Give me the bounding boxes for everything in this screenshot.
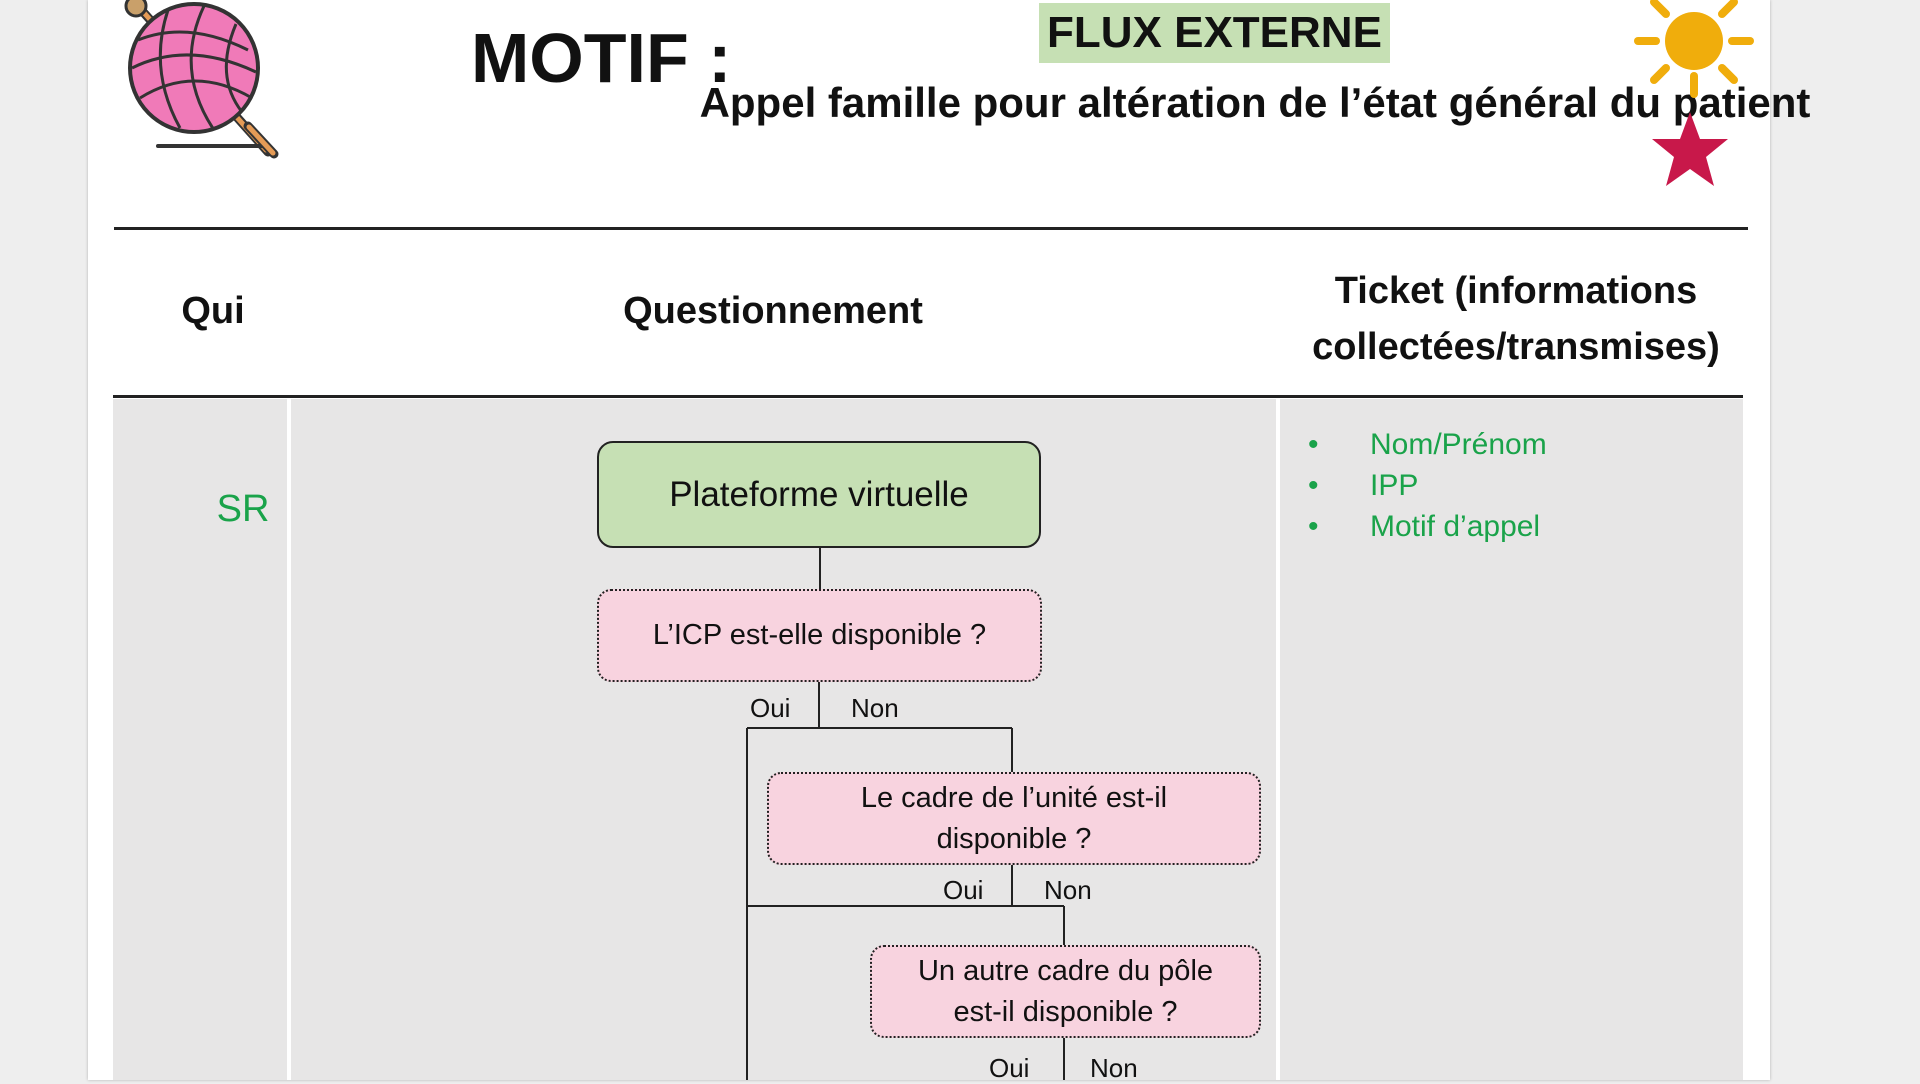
flow-question-cadre-unite: Le cadre de l’unité est-il disponible ?: [767, 772, 1261, 865]
motif-label: MOTIF :: [471, 19, 732, 97]
edge-label-yes: Oui: [750, 693, 791, 723]
flow-question-autre-cadre: Un autre cadre du pôle est-il disponible…: [870, 945, 1261, 1038]
yarn-ball-icon: [124, 0, 279, 159]
column-separator: [1276, 399, 1280, 1080]
column-header-qui: Qui: [181, 290, 245, 332]
column-header-questionnement: Questionnement: [623, 290, 923, 332]
ticket-item-ipp: IPP: [1370, 469, 1419, 502]
list-item: • Nom/Prénom: [1303, 424, 1547, 465]
bullet-icon: •: [1308, 428, 1319, 461]
column-separator: [287, 399, 291, 1080]
star-icon: [1652, 112, 1728, 186]
bullet-icon: •: [1308, 510, 1319, 543]
column-header-ticket: Ticket (informations collectées/transmis…: [1312, 270, 1720, 368]
document-page: MOTIF : FLUX EXTERNE Appel famille pour …: [88, 0, 1810, 1083]
bullet-icon: •: [1308, 469, 1319, 502]
ticket-item-name: Nom/Prénom: [1370, 428, 1547, 461]
qui-value: SR: [216, 488, 270, 530]
edge-label-no: Non: [851, 693, 899, 723]
flowchart-connectors: [746, 548, 1065, 1080]
flow-question-icp: L’ICP est-elle disponible ?: [597, 589, 1042, 682]
table-header-divider: [113, 395, 1743, 398]
sun-icon: [1634, 0, 1754, 98]
flow-start-box: Plateforme virtuelle: [597, 441, 1041, 548]
edge-label-yes: Oui: [989, 1053, 1030, 1083]
edge-label-no: Non: [1090, 1053, 1138, 1083]
list-item: • IPP: [1303, 465, 1547, 506]
ticket-list: • Nom/Prénom • IPP • Motif d’appel: [1303, 424, 1547, 547]
motif-description: Appel famille pour altération de l’état …: [699, 79, 1811, 126]
edge-label-no: Non: [1044, 875, 1092, 905]
list-item: • Motif d’appel: [1303, 506, 1547, 547]
edge-label-yes: Oui: [943, 875, 984, 905]
flux-tag: FLUX EXTERNE: [1039, 3, 1390, 63]
header-divider: [114, 227, 1748, 230]
ticket-item-motif: Motif d’appel: [1370, 510, 1541, 543]
